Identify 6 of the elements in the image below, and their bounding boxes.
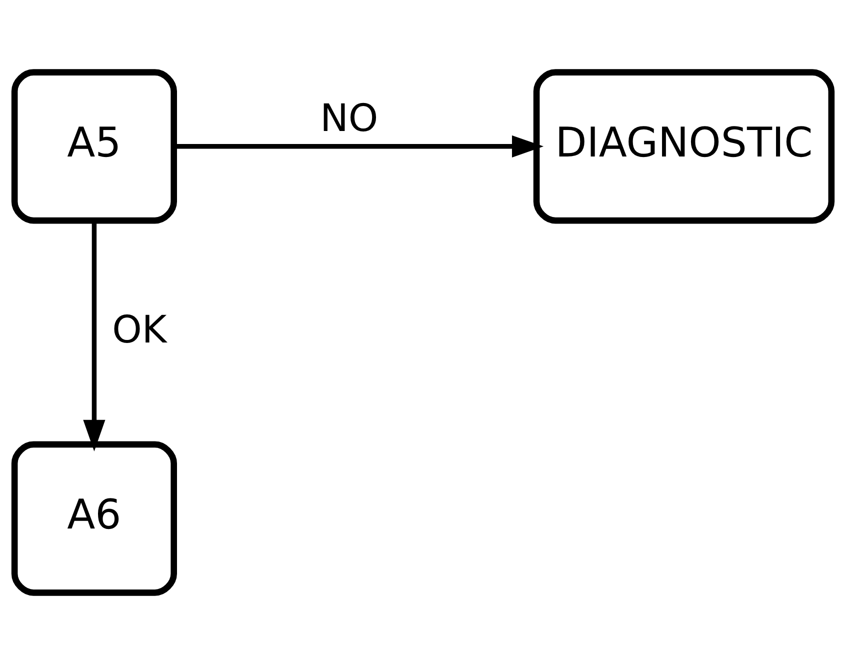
node-box: DIAGNOSTIC (533, 68, 835, 224)
node-box: A6 (11, 440, 177, 596)
node-box: A5 (11, 68, 177, 224)
arrow (174, 134, 544, 157)
edge-label: OK (112, 306, 167, 351)
edge-label: NO (320, 95, 378, 140)
